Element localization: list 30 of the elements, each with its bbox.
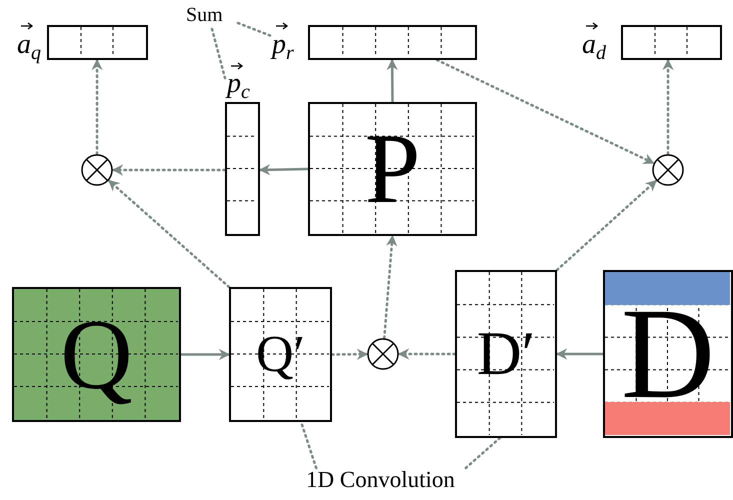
matrix-label: D	[620, 289, 716, 419]
arrow	[181, 348, 230, 360]
leader-line	[300, 420, 318, 470]
annotation-text: 1D Convolution	[306, 468, 455, 491]
arrow	[662, 58, 674, 156]
arrow	[556, 348, 603, 360]
arrow	[330, 348, 368, 360]
color-band	[605, 402, 730, 435]
leader-line	[236, 22, 272, 37]
arrow	[112, 164, 226, 176]
arrow	[556, 179, 658, 272]
vector-label: a$_{d}$	[582, 31, 606, 63]
leader-line	[210, 28, 226, 80]
leader-line	[464, 436, 502, 470]
arrow	[386, 58, 398, 102]
arrow	[436, 58, 655, 164]
vector-label: a$_{q}$	[17, 31, 41, 63]
annotation-text: Sum	[186, 5, 223, 25]
matrix-label: Q′	[255, 328, 306, 380]
vector-label: p$_{r}$	[272, 31, 294, 63]
vector-label: p$_{c}$	[227, 70, 250, 102]
matrix-label: Q	[59, 304, 134, 404]
matrix-label: P	[364, 119, 422, 219]
arrow	[383, 234, 398, 340]
color-band	[605, 272, 730, 305]
arrow	[398, 348, 456, 360]
arrow	[258, 164, 308, 176]
arrow	[91, 58, 103, 156]
arrow	[108, 179, 230, 288]
matrix-label: D′	[476, 323, 536, 385]
